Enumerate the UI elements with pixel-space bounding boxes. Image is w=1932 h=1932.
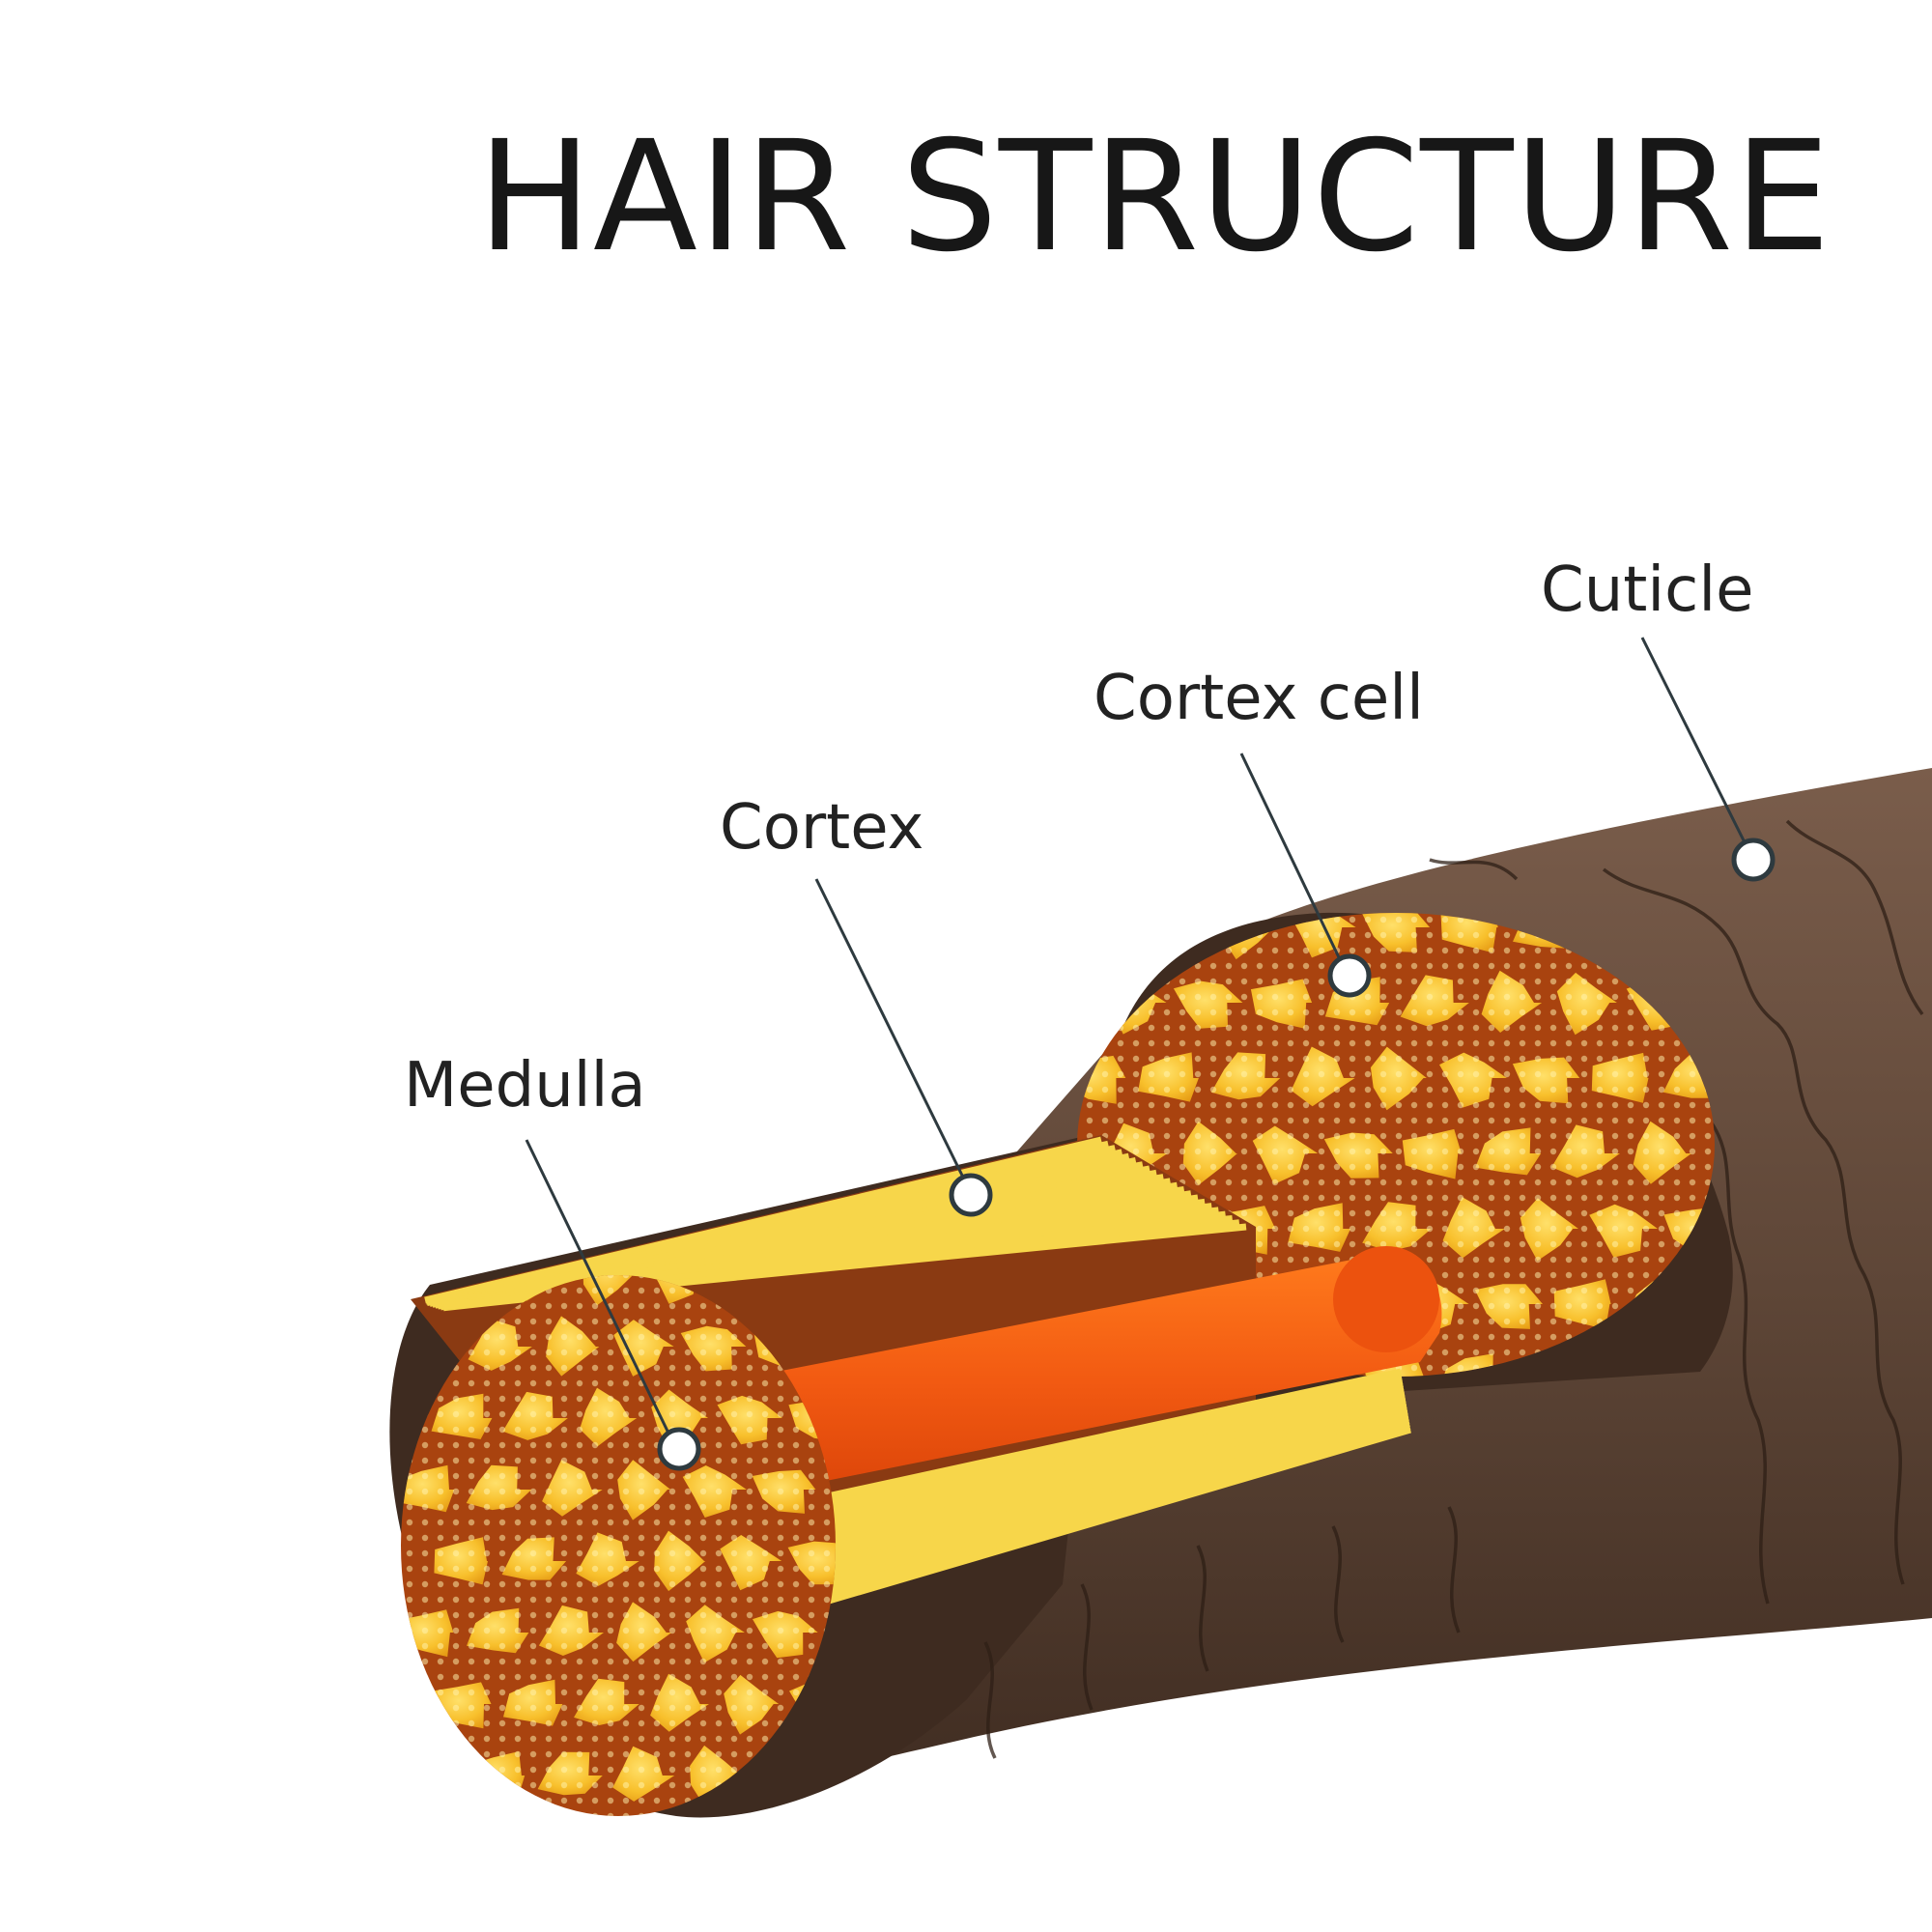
cortex-fiber bbox=[749, 1417, 1410, 1610]
cortex-fiber bbox=[747, 1410, 1409, 1599]
cortex-fiber bbox=[733, 1368, 1402, 1520]
label-cuticle: Cuticle bbox=[1541, 554, 1753, 626]
cortex-fiber bbox=[746, 1407, 1408, 1593]
cortex-cell-marker bbox=[1327, 953, 1372, 998]
cortex-cell bbox=[401, 1754, 458, 1801]
cortex-fiber bbox=[748, 1413, 1409, 1605]
cortex-fiber bbox=[751, 1423, 1411, 1621]
label-medulla: Medulla bbox=[404, 1050, 646, 1122]
cortex-fiber bbox=[744, 1402, 1407, 1582]
cortex-fiber bbox=[745, 1405, 1408, 1587]
label-cortex: Cortex bbox=[720, 792, 923, 864]
cortex-fiber bbox=[739, 1386, 1405, 1554]
cortex-fiber bbox=[743, 1399, 1407, 1577]
cortex-fiber bbox=[742, 1396, 1406, 1571]
cortex-fiber bbox=[737, 1380, 1404, 1543]
cuticle-marker bbox=[1731, 838, 1776, 882]
page-title: HAIR STRUCTURE bbox=[477, 108, 1832, 286]
cortex-fiber bbox=[741, 1392, 1406, 1565]
label-cortex-cell: Cortex cell bbox=[1094, 663, 1424, 734]
callout-markers bbox=[657, 838, 1776, 1471]
leader-lines bbox=[525, 637, 1755, 1450]
cortex-cell bbox=[1077, 913, 1129, 949]
medulla-marker bbox=[657, 1427, 701, 1471]
cortex-fiber bbox=[736, 1378, 1404, 1537]
cortex-fiber bbox=[738, 1383, 1405, 1548]
cortex-fiber bbox=[735, 1374, 1403, 1531]
cortex-fiber bbox=[753, 1426, 1411, 1627]
cortex-fiber bbox=[750, 1420, 1410, 1615]
cortex-fiber bbox=[740, 1389, 1406, 1559]
cortex-fiber bbox=[734, 1371, 1403, 1526]
cortex-marker bbox=[949, 1173, 993, 1217]
